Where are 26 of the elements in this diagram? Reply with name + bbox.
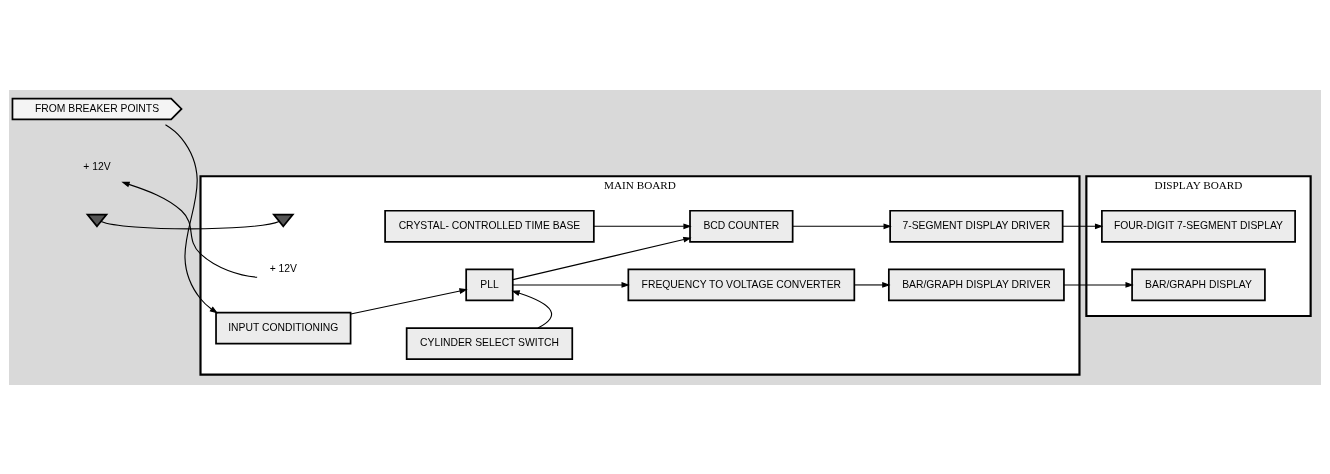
node-text: + 12V (269, 262, 297, 274)
node-box: BCD COUNTER (689, 209, 794, 243)
node-box: 7-SEGMENT DISPLAY DRIVER (889, 209, 1064, 243)
node-box: FREQUENCY TO VOLTAGE CONVERTER (627, 268, 856, 301)
arrow (593, 222, 692, 229)
node-box: BAR/GRAPH DISPLAY DRIVER (887, 268, 1065, 301)
node-picture (85, 213, 109, 228)
node-box: INPUT CONDITIONING (215, 311, 352, 344)
connector (100, 220, 280, 229)
node-text: + 12V (83, 160, 111, 172)
arrow (512, 281, 630, 288)
node-box: BAR/GRAPH DISPLAY (1131, 268, 1266, 301)
arrow (1062, 222, 1104, 229)
node-box: PLL (465, 268, 514, 301)
arrow (1063, 281, 1134, 288)
arrow (121, 181, 258, 278)
arrow (853, 281, 891, 288)
node-box: CYLINDER SELECT SWITCH (405, 326, 574, 360)
arrow (792, 222, 892, 229)
arrow (512, 236, 692, 280)
arrow (164, 123, 219, 313)
node-picture (272, 213, 295, 228)
node-box: FOUR-DIGIT 7-SEGMENT DISPLAY (1101, 209, 1296, 243)
arrow (511, 289, 553, 329)
node-box: CRYSTAL- CONTROLLED TIME BASE (384, 209, 595, 243)
arrow (350, 287, 468, 315)
